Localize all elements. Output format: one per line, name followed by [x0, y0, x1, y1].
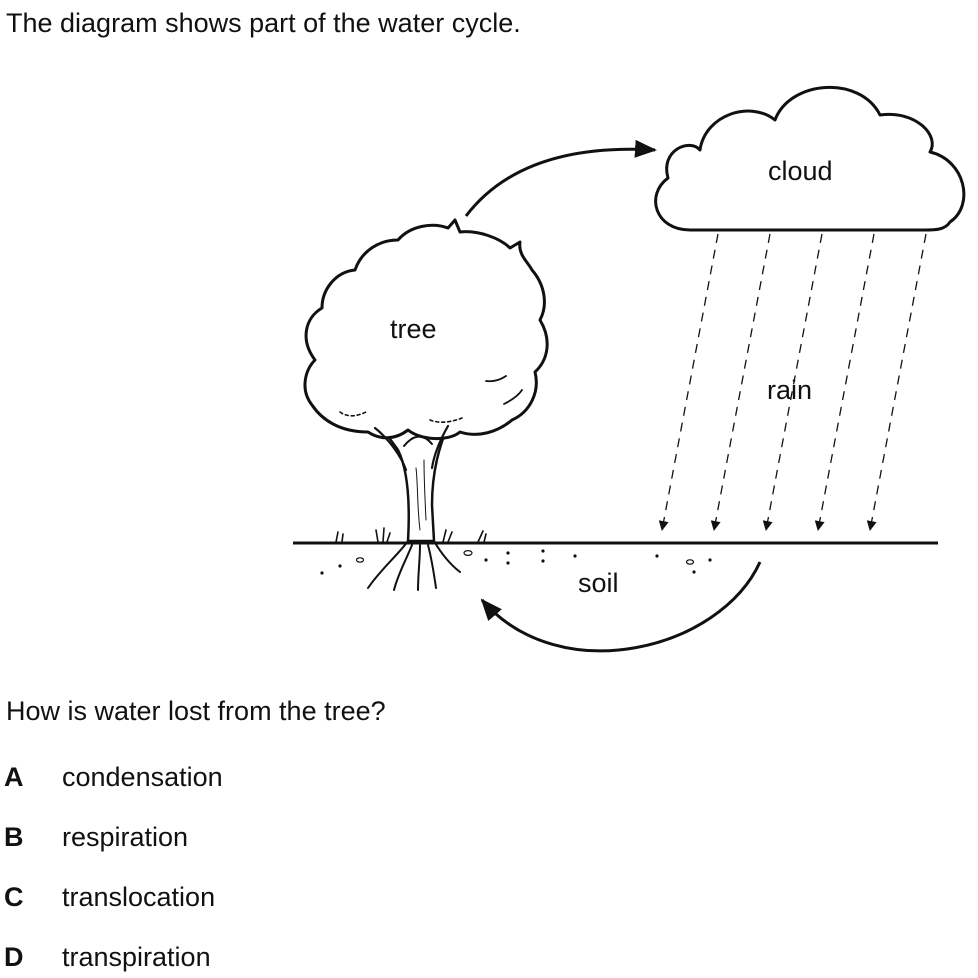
option-text: transpiration — [62, 942, 211, 972]
option-letter: D — [4, 942, 24, 972]
option-d[interactable]: D transpiration — [0, 938, 600, 978]
option-a[interactable]: A condensation — [0, 758, 600, 798]
cloud-shape — [654, 85, 966, 232]
question-text: How is water lost from the tree? — [6, 696, 386, 726]
option-text: translocation — [62, 882, 216, 912]
rain-lines — [658, 233, 927, 531]
soil-label: soil — [578, 568, 619, 598]
cloud-label: cloud — [768, 156, 833, 186]
option-letter: A — [4, 762, 24, 792]
option-c[interactable]: C translocation — [0, 878, 600, 918]
option-b[interactable]: B respiration — [0, 818, 600, 858]
arrow-tree-to-cloud — [464, 139, 657, 217]
grass-tufts — [335, 527, 487, 543]
rain-label: rain — [767, 375, 812, 405]
option-text: condensation — [62, 762, 223, 792]
intro-text: The diagram shows part of the water cycl… — [6, 8, 521, 38]
water-cycle-diagram: cloud rain soil — [293, 85, 966, 653]
soil-specks — [320, 549, 712, 575]
option-letter: B — [4, 822, 24, 852]
tree-drawing — [303, 218, 549, 591]
option-text: respiration — [62, 822, 189, 852]
tree-label: tree — [390, 314, 437, 344]
option-letter: C — [4, 882, 24, 912]
arrow-soil-to-tree — [480, 561, 762, 653]
